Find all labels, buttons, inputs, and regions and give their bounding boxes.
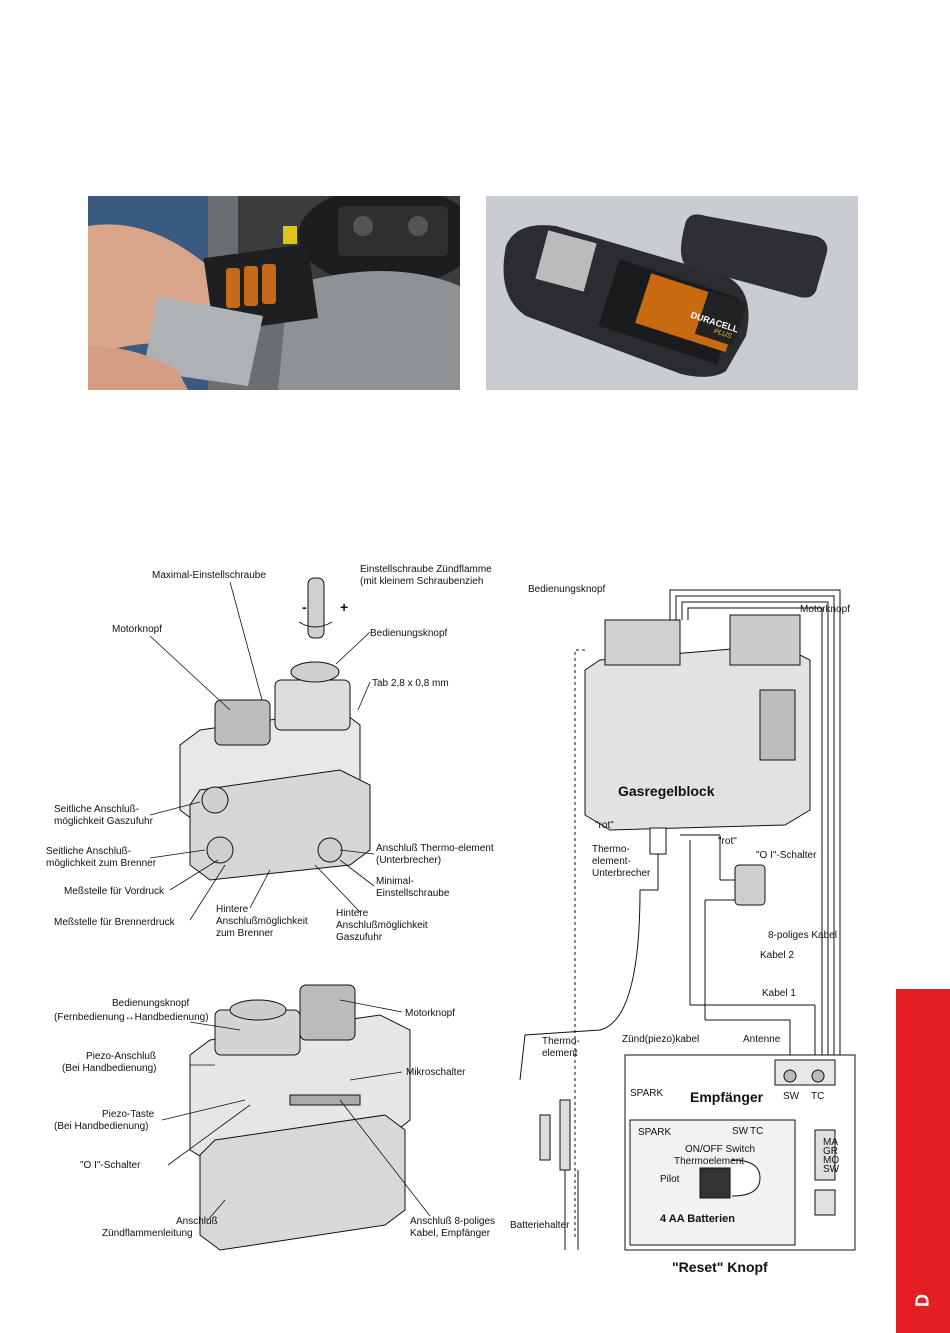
label-antenne: Antenne [743,1034,781,1045]
chapter-tab: D [896,989,950,1333]
label-hintere-gaszufuhr-2: Anschlußmöglichkeit [336,920,428,931]
label-sw: SW [783,1091,800,1102]
label-ma: MA [823,1137,838,1148]
label-anschluss-thermoelement: Anschluß Thermo-element [376,843,494,854]
remote-photo-illustration: DURACELL PLUS [486,196,858,390]
label-mikroschalter: Mikroschalter [406,1067,466,1078]
lower-leader-lines [161,999,431,1221]
label-tc-inner: TC [750,1126,763,1137]
label-onoff-switch: ON/OFF Switch [685,1144,755,1155]
label-empfaenger: Empfänger [690,1089,764,1105]
photo-remote-battery: DURACELL PLUS [486,196,858,390]
label-hintere-brenner-2: Anschlußmöglichkeit [216,916,308,927]
label-piezo-taste: Piezo-Taste [102,1109,155,1120]
label-piezo-anschluss: Piezo-Anschluß [86,1051,156,1062]
label-anschluss-8polig: Anschluß 8-poliges [410,1216,495,1227]
chapter-tab-letter: D [912,1294,933,1307]
upper-valve-drawing [179,577,371,881]
label-bedienungsknopf-wiring: Bedienungsknopf [528,584,606,595]
label-kabel-1: Kabel 1 [762,988,796,999]
label-thermo-1: Thermo- [592,844,630,855]
label-thermoelement-small: Thermoelement [674,1156,744,1167]
label-sw-inner: SW [732,1126,749,1137]
label-rot-left: "rot" [595,820,614,831]
label-minimal: Minimal- [376,876,414,887]
label-hintere-gaszufuhr-1: Hintere [336,908,369,919]
label-maximal-einstellschraube: Maximal-Einstellschraube [152,570,266,581]
label-kabel-empfaenger: Kabel, Empfänger [410,1228,491,1239]
label-bedienungsknopf-top: Bedienungsknopf [370,628,448,639]
label-thermoelement-2: element [542,1048,578,1059]
label-unterbrecher: (Unterbrecher) [376,855,441,866]
label-spark-inner: SPARK [638,1127,671,1138]
label-sw-conn: SW [823,1164,840,1175]
label-kabel-2: Kabel 2 [760,950,794,961]
receiver-photo-illustration [88,196,460,390]
minus-sign: - [302,599,307,615]
label-reset-knopf: "Reset" Knopf [672,1259,768,1275]
label-pilot: Pilot [660,1174,680,1185]
label-spark: SPARK [630,1088,663,1099]
label-anschluss: Anschluß [176,1216,218,1227]
label-gasregelblock: Gasregelblock [618,783,715,799]
wiring-diagram [519,589,856,1251]
label-4aa-batterien: 4 AA Batterien [660,1213,735,1225]
label-bei-handbedienung-1: (Bei Handbedienung) [62,1063,157,1074]
label-messstelle-vordruck: Meßstelle für Vordruck [64,886,165,897]
label-8polig-kabel: 8-poliges Kabel [768,930,837,941]
label-gr: GR [823,1146,838,1157]
gas-valve-technical-diagram: - + Maximal-Einstellschraube Einstellsch… [46,564,856,1275]
label-seitliche-brenner-1: Seitliche Anschluß- [46,846,131,857]
label-schraubenzieher: (mit kleinem Schraubenzieh [360,576,483,587]
label-bei-handbedienung-2: (Bei Handbedienung) [54,1121,149,1132]
label-seitliche-gaszufuhr-2: möglichkeit Gaszufuhr [54,816,154,827]
label-messstelle-brennerdruck: Meßstelle für Brennerdruck [54,917,176,928]
label-oi-schalter-bottom: "O I"-Schalter [80,1160,141,1171]
label-hintere-gaszufuhr-3: Gaszufuhr [336,932,383,943]
label-batteriehalter: Batteriehalter [510,1220,570,1231]
label-hintere-brenner-3: zum Brenner [216,928,274,939]
label-bedienungsknopf-bottom: Bedienungsknopf [112,998,190,1009]
lower-valve-drawing [189,984,411,1251]
label-rot-right: "rot" [718,836,737,847]
label-motorknopf-wiring: Motorknopf [800,604,850,615]
label-seitliche-brenner-2: möglichkeit zum Brenner [46,858,157,869]
label-tc: TC [811,1091,824,1102]
plus-sign: + [340,599,348,615]
label-thermo-2: element- [592,856,631,867]
label-motorknopf-bottom: Motorknopf [405,1008,455,1019]
label-motorknopf-top: Motorknopf [112,624,162,635]
label-mo: MO [823,1155,839,1166]
label-hintere-brenner-1: Hintere [216,904,249,915]
label-zuendpiezo-kabel: Zünd(piezo)kabel [622,1034,699,1045]
upper-leader-lines [149,581,375,921]
label-fernbedienung-handbedienung: (Fernbedienung↔Handbedienung) [54,1012,209,1023]
label-thermoelement-1: Thermo- [542,1036,580,1047]
label-tab-size: Tab 2,8 x 0,8 mm [372,678,449,689]
label-einstellschraube-zuendflamme: Einstellschraube Zündflamme [360,564,492,575]
label-zuendflammenleitung: Zündflammenleitung [102,1228,193,1239]
photo-receiver-batteries [88,196,460,390]
label-minimal-einstellschraube: Einstellschraube [376,888,450,899]
label-seitliche-gaszufuhr-1: Seitliche Anschluß- [54,804,139,815]
label-thermo-3: Unterbrecher [592,868,651,879]
label-oi-schalter-wiring: "O I"-Schalter [756,850,817,861]
